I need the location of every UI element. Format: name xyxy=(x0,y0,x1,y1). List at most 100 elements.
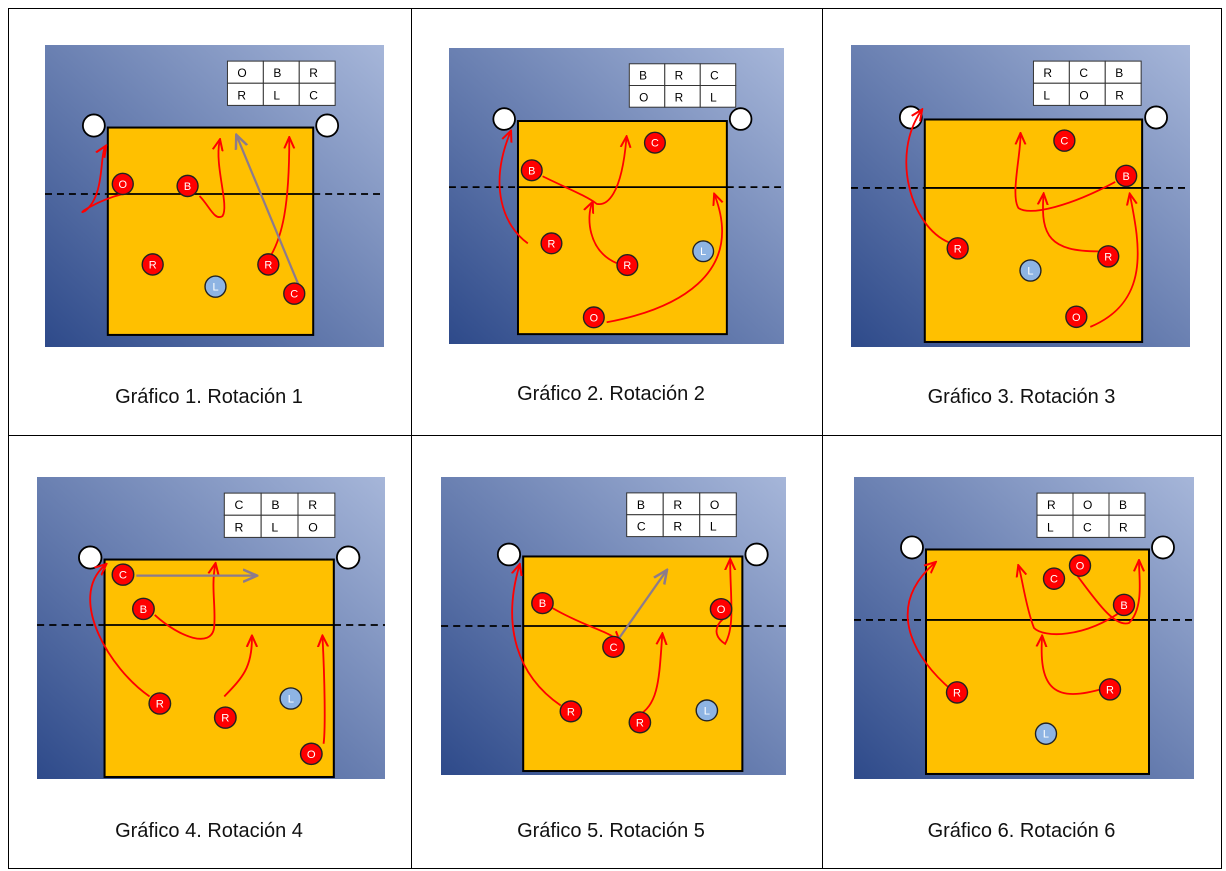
player-label: O xyxy=(1076,561,1085,573)
player-marker xyxy=(111,563,135,586)
player-label: L xyxy=(700,246,706,258)
rotation-box-label: O xyxy=(710,498,719,512)
player-marker xyxy=(616,254,639,277)
rotation-box-label: B xyxy=(271,498,279,512)
rotation-box-label: R xyxy=(675,69,684,83)
player-route xyxy=(1015,136,1116,212)
rotation-box-label: B xyxy=(637,498,645,512)
player-route xyxy=(1043,196,1099,253)
rotation-box-cell xyxy=(699,85,737,108)
player-label: L xyxy=(1027,265,1033,277)
rotation-box-cell xyxy=(699,514,737,538)
player-marker xyxy=(1042,567,1066,590)
player-label: O xyxy=(590,312,598,324)
player-label: B xyxy=(1123,171,1130,183)
player-label: R xyxy=(548,238,556,250)
player-marker xyxy=(1034,722,1058,745)
player-label: C xyxy=(119,570,127,582)
rotation-box-label: C xyxy=(710,69,719,83)
antenna-post-right xyxy=(1151,535,1175,560)
figure-caption: Gráfico 3. Rotación 3 xyxy=(927,386,1116,408)
player-marker xyxy=(204,275,227,298)
player-marker xyxy=(520,159,543,182)
player-label: R xyxy=(221,713,229,725)
player-marker xyxy=(111,172,134,196)
rotation-box-label: R xyxy=(1043,66,1052,80)
rotation-box-cell xyxy=(1032,82,1070,106)
player-route xyxy=(323,638,325,744)
player-route xyxy=(1074,563,1140,625)
rotation-box-label: R xyxy=(308,498,317,512)
player-marker xyxy=(540,232,563,255)
rotation-box-label: O xyxy=(308,520,318,534)
player-route xyxy=(498,133,529,245)
antenna-post-left xyxy=(78,545,103,570)
table-divider xyxy=(822,9,823,868)
rotation-box-label: L xyxy=(710,90,717,104)
player-route xyxy=(89,566,151,698)
figure-caption: Gráfico 6. Rotación 6 xyxy=(927,820,1116,842)
rotation-box-label: L xyxy=(1047,520,1054,534)
player-marker xyxy=(559,700,583,723)
player-marker xyxy=(283,282,306,305)
player-marker xyxy=(1068,554,1092,577)
player-label: B xyxy=(184,181,191,193)
player-marker xyxy=(628,711,652,734)
rotation-box-label: O xyxy=(1079,88,1088,102)
player-marker xyxy=(257,253,280,276)
rotation-box-label: L xyxy=(273,88,280,102)
player-marker xyxy=(582,306,605,329)
rotation-box-label: R xyxy=(675,90,684,104)
antenna-post-right xyxy=(335,545,361,570)
player-marker xyxy=(946,237,969,260)
player-marker xyxy=(1019,259,1042,282)
player-label: L xyxy=(288,694,294,706)
player-route xyxy=(637,636,662,717)
rotation-box-label: C xyxy=(637,520,646,534)
rotation-box-label: L xyxy=(1043,88,1050,102)
player-marker xyxy=(1098,678,1122,701)
player-route xyxy=(1042,638,1105,695)
player-marker xyxy=(643,131,666,154)
player-route xyxy=(905,111,950,244)
player-route xyxy=(1089,196,1139,328)
player-marker xyxy=(213,706,237,729)
player-label: L xyxy=(1043,729,1049,741)
player-label: O xyxy=(307,749,316,761)
court xyxy=(516,120,728,336)
player-marker xyxy=(1065,305,1088,329)
player-label: R xyxy=(954,243,962,255)
player-label: C xyxy=(609,642,617,654)
player-route xyxy=(542,139,627,205)
player-label: B xyxy=(539,598,546,610)
player-label: C xyxy=(1060,136,1068,148)
rotation-box-label: O xyxy=(639,90,648,104)
player-label: L xyxy=(212,282,218,294)
antenna-post-right xyxy=(1144,105,1168,130)
player-label: L xyxy=(704,706,710,718)
player-label: R xyxy=(149,259,157,271)
player-route xyxy=(269,140,289,257)
player-marker xyxy=(695,699,719,722)
player-label: O xyxy=(717,604,726,616)
player-label: R xyxy=(623,260,631,272)
player-marker xyxy=(1115,164,1138,188)
rotation-box-label: R xyxy=(1115,88,1124,102)
rotation-box-label: R xyxy=(309,66,318,80)
court xyxy=(103,558,335,778)
player-label: C xyxy=(651,138,659,150)
player-label: C xyxy=(1050,574,1058,586)
player-label: O xyxy=(119,179,128,191)
rotation-box-label: C xyxy=(1079,66,1088,80)
rotation-box-label: R xyxy=(1047,498,1056,512)
player-marker xyxy=(176,174,199,198)
table-divider xyxy=(411,9,412,868)
player-label: R xyxy=(636,717,644,729)
